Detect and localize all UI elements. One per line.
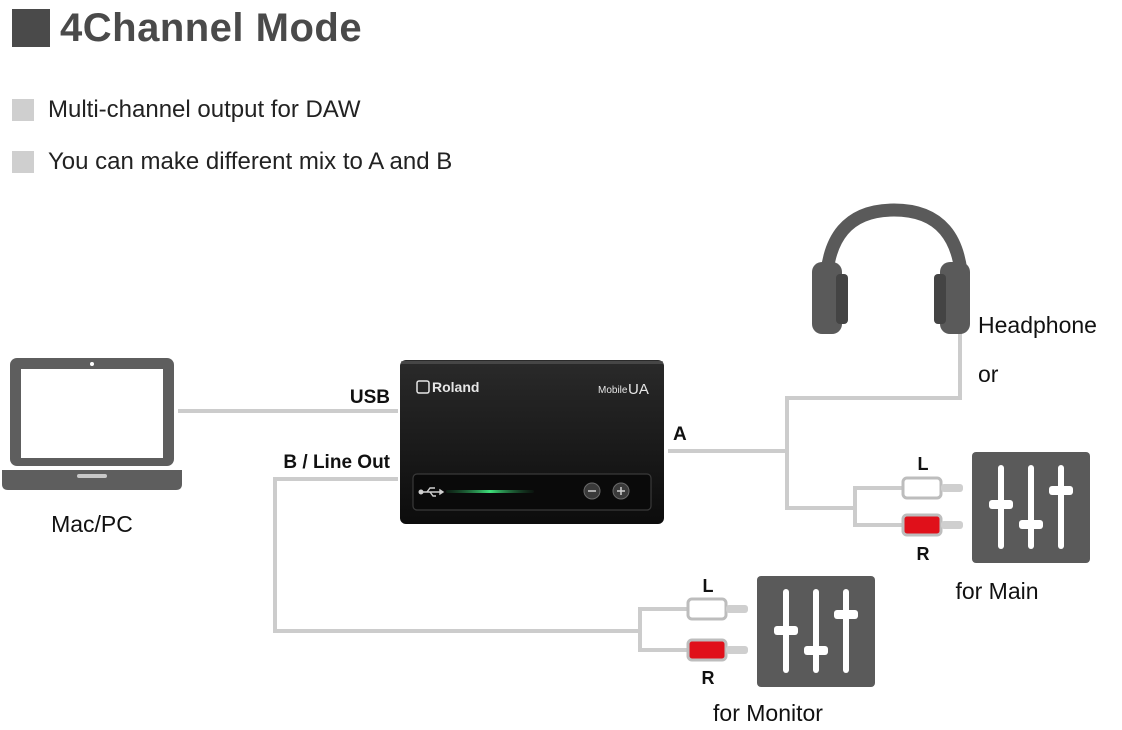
laptop-icon (2, 358, 182, 490)
bullet-text: You can make different mix to A and B (48, 148, 453, 175)
audio-interface: Roland Mobile UA (400, 360, 664, 524)
monitor-right-label: R (702, 668, 715, 688)
bullet-item: You can make different mix to A and B (12, 148, 452, 176)
for-main-label: for Main (955, 578, 1038, 604)
line-out-label: B / Line Out (283, 452, 390, 473)
rca-plug-icon (686, 597, 748, 621)
or-label: or (978, 361, 999, 387)
usb-icon (418, 487, 445, 497)
headphone-cable (785, 322, 962, 451)
headphone-icon (812, 203, 970, 334)
level-led (446, 490, 534, 493)
for-monitor-label: for Monitor (713, 700, 823, 726)
main-split-cable (853, 508, 905, 527)
a-label: A (673, 424, 687, 445)
computer-label: Mac/PC (51, 511, 133, 537)
main-split-cable (853, 486, 905, 508)
mixer-icon (757, 576, 875, 687)
device-model-suffix: UA (628, 381, 649, 398)
bullet-square-icon (12, 99, 34, 121)
bullet-square-icon (12, 151, 34, 173)
volume-up-button[interactable] (612, 482, 630, 500)
main-cable (785, 451, 855, 510)
bullet-item: Multi-channel output for DAW (12, 96, 361, 124)
monitor-split-cable (638, 607, 690, 631)
device-brand: Roland (432, 379, 479, 395)
monitor-left-label: L (703, 576, 714, 596)
monitor-split-cable (638, 631, 690, 652)
roland-logo-icon (416, 380, 430, 394)
usb-label: USB (350, 387, 390, 408)
mixer-icon (972, 452, 1090, 563)
headphone-label: Headphone (978, 312, 1097, 338)
title-text: 4Channel Mode (60, 5, 363, 50)
line-out-cable (273, 477, 640, 633)
volume-down-button[interactable] (583, 482, 601, 500)
main-right-label: R (917, 544, 930, 564)
title-square-icon (12, 9, 50, 47)
rca-plug-icon (901, 476, 963, 500)
bullet-text: Multi-channel output for DAW (48, 96, 361, 123)
main-left-label: L (918, 454, 929, 474)
rca-plug-icon (686, 638, 748, 662)
cables (178, 322, 962, 652)
device-model-prefix: Mobile (598, 385, 628, 396)
page-title: 4Channel Mode (12, 6, 362, 50)
rca-plug-icon (901, 513, 963, 537)
